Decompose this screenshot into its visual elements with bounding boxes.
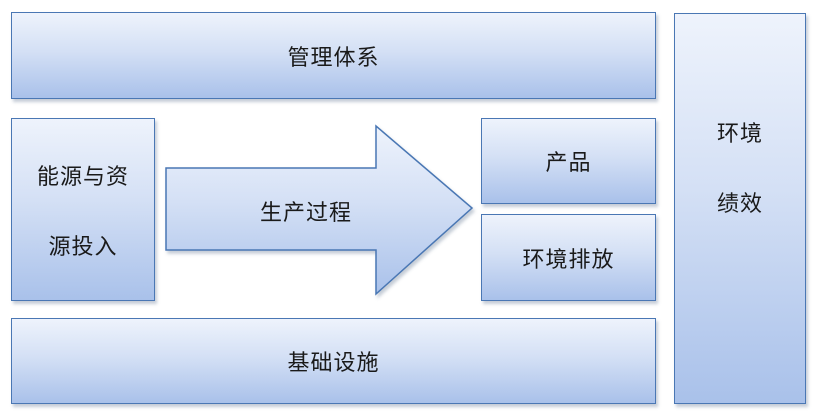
production-process-label: 生产过程 — [259, 201, 352, 226]
environmental-emissions-box: 环境排放 — [481, 214, 656, 301]
infrastructure-label: 基础设施 — [287, 351, 380, 376]
energy-resource-input-box: 能源与资 源投入 — [11, 118, 155, 301]
production-process-arrow — [165, 124, 474, 296]
environmental-emissions-label: 环境排放 — [522, 247, 615, 273]
infrastructure-box: 基础设施 — [11, 318, 656, 404]
product-label: 产品 — [545, 151, 592, 176]
management-system-box: 管理体系 — [11, 12, 656, 99]
environmental-performance-label-line1: 环境 — [716, 122, 763, 147]
management-system-label: 管理体系 — [287, 45, 380, 71]
environmental-performance-box: 环境 绩效 — [674, 13, 806, 404]
energy-input-label-line1: 能源与资 — [36, 164, 129, 190]
arrow-shape — [165, 124, 474, 296]
product-box: 产品 — [481, 118, 656, 204]
environmental-performance-label-line2: 绩效 — [716, 192, 763, 217]
energy-input-label-line2: 源投入 — [48, 234, 118, 260]
